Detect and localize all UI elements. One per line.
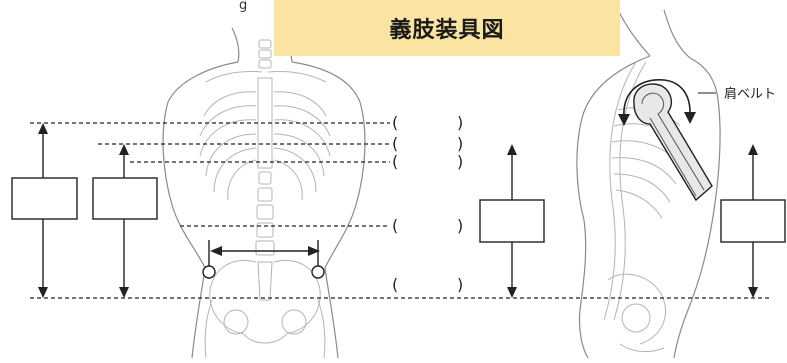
cropped-label: g: [239, 0, 247, 13]
rotation-arrows: [618, 79, 696, 126]
waist-width-arrow: [208, 240, 320, 266]
slot-5-open: (: [392, 275, 398, 294]
landmark-dot-right: [311, 265, 325, 279]
front-skeleton: [199, 39, 331, 359]
measurement-slots: ( ) ( ) ( ) ( ) ( ): [392, 113, 463, 294]
slot-2-close: ): [457, 134, 463, 153]
shoulder-belt-label: 肩ベルト: [724, 86, 776, 102]
landmark-dot-left: [202, 265, 216, 279]
slot-2-open: (: [392, 134, 398, 153]
front-body-figure: [162, 27, 366, 359]
slot-4-close: ): [457, 216, 463, 235]
shoulder-belt: [633, 83, 713, 202]
side-body-figure: [576, 9, 721, 359]
page-title: 義肢装具図: [389, 18, 505, 43]
title-banner: 義肢装具図: [274, 0, 620, 56]
slot-4-open: (: [392, 216, 398, 235]
blank-box-3[interactable]: [479, 199, 545, 243]
slot-3-close: ): [457, 152, 463, 171]
measurement-lines: [30, 122, 770, 299]
slot-1-open: (: [392, 113, 398, 132]
blank-box-4[interactable]: [720, 199, 786, 243]
slot-3-open: (: [392, 152, 398, 171]
slot-5-close: ): [457, 275, 463, 294]
slot-1-close: ): [457, 113, 463, 132]
blank-box-2[interactable]: [92, 177, 158, 220]
blank-box-1[interactable]: [11, 177, 78, 220]
